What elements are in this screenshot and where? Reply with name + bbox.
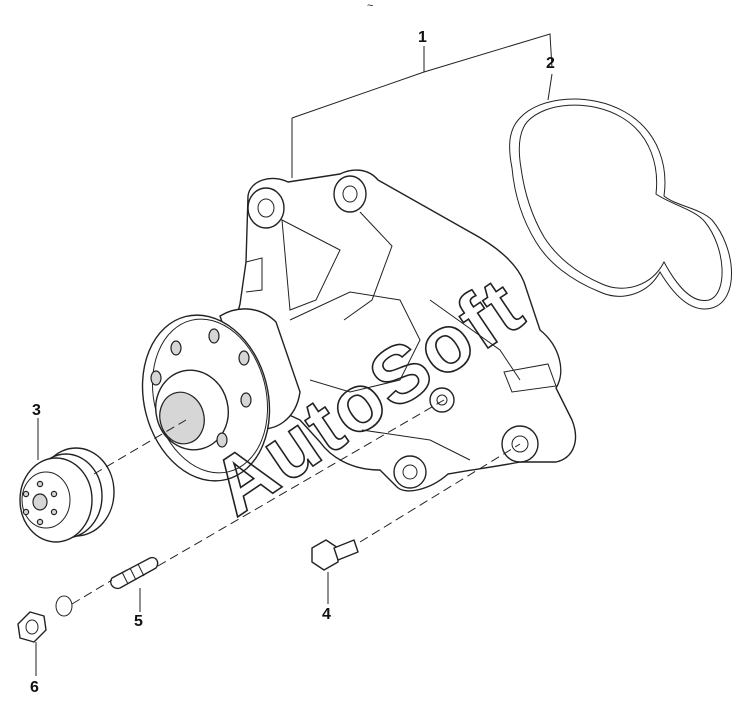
callout-2: 2 [546,55,555,72]
callout-3: 3 [32,402,41,419]
callout-6: 6 [30,679,39,696]
bolt [311,539,359,571]
nut [17,611,47,643]
callout-5: 5 [134,613,143,630]
leader-lines [35,33,553,676]
hub-flange [141,314,271,482]
assembly-lines [71,399,521,605]
callout-1: 1 [418,29,427,46]
washer [55,595,73,617]
water-pump-body [219,169,577,492]
top-mark: ~ [367,0,373,12]
stud [110,556,159,590]
callout-4: 4 [322,606,331,623]
gasket [509,98,732,310]
pulley [19,447,115,543]
